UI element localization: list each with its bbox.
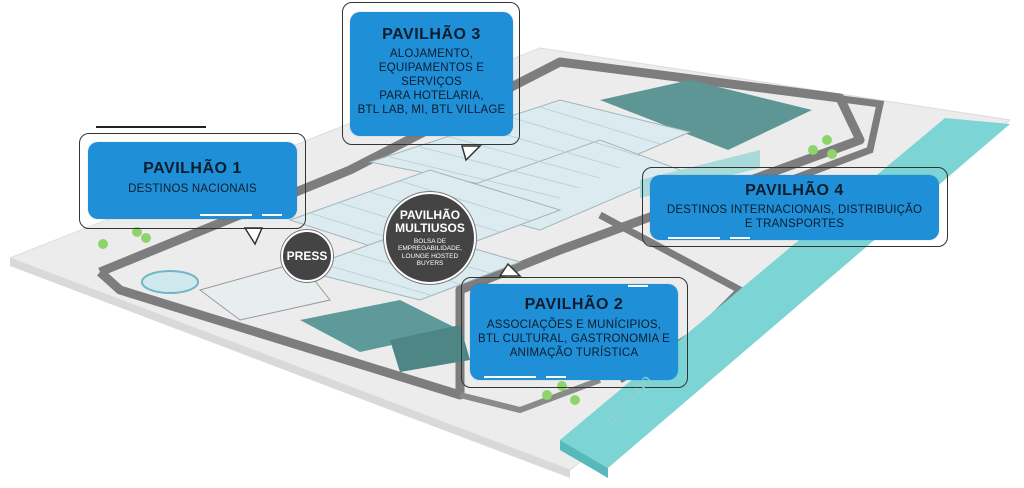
round-building bbox=[141, 270, 199, 294]
pavilion-4-underline-2 bbox=[730, 237, 750, 239]
callout-pointers bbox=[243, 145, 522, 277]
pavilion-4-card[interactable]: PAVILHÃO 4 DESTINOS INTERNACIONAIS, DIST… bbox=[650, 175, 939, 240]
tree bbox=[808, 145, 818, 155]
trees bbox=[98, 135, 837, 405]
pavilion-4-underline bbox=[668, 237, 720, 239]
pavilion-2-underline-2 bbox=[546, 376, 566, 378]
pavilion-2-title: PAVILHÃO 2 bbox=[524, 296, 624, 313]
pavilion-1-frame bbox=[79, 133, 306, 229]
tree bbox=[570, 395, 580, 405]
road-southwest bbox=[459, 377, 602, 414]
pavilion-2-topline bbox=[628, 285, 648, 287]
river-bank bbox=[560, 440, 608, 478]
pavilion-4-frame bbox=[642, 167, 948, 247]
multiusos-sub: BOLSA DE EMPREGABILIDADE, LOUNGE HOSTED … bbox=[398, 237, 462, 268]
press-title: PRESS bbox=[286, 248, 328, 263]
pavilion-1-desc: DESTINOS NACIONAIS bbox=[128, 183, 257, 195]
pointer-p2 bbox=[498, 262, 522, 277]
pointer-p3 bbox=[461, 145, 482, 162]
pavilion-1-title: PAVILHÃO 1 bbox=[143, 160, 242, 177]
tree bbox=[542, 390, 552, 400]
pavilion-3-title: PAVILHÃO 3 bbox=[382, 26, 481, 43]
ground-edge bbox=[10, 258, 570, 478]
tree bbox=[822, 135, 832, 145]
tree bbox=[132, 227, 142, 237]
parking-block bbox=[600, 80, 812, 150]
pavilion-2-underline bbox=[484, 376, 536, 378]
pavilion-3-frame bbox=[342, 2, 520, 145]
pavilion-4-desc: DESTINOS INTERNACIONAIS, DISTRIBUIÇÃO E … bbox=[666, 204, 923, 230]
teal-building-2 bbox=[390, 325, 470, 372]
multiusos-badge[interactable]: PAVILHÃO MULTIUSOS BOLSA DE EMPREGABILID… bbox=[384, 192, 476, 284]
pavilion-1-card[interactable]: PAVILHÃO 1 DESTINOS NACIONAIS bbox=[88, 142, 297, 219]
pavilion-2-card[interactable]: PAVILHÃO 2 ASSOCIAÇÕES E MUNÍCIPIOS, BTL… bbox=[470, 284, 678, 380]
pavilion-2-desc: ASSOCIAÇÕES E MUNÍCIPIOS, BTL CULTURAL, … bbox=[478, 319, 670, 359]
multiusos-title: PAVILHÃO MULTIUSOS bbox=[395, 207, 465, 235]
pavilion-3-card[interactable]: PAVILHÃO 3 ALOJAMENTO, EQUIPAMENTOS E SE… bbox=[350, 12, 513, 136]
pavilion-1-underline-2 bbox=[262, 214, 282, 216]
pavilion-1-underline bbox=[200, 214, 252, 216]
press-badge[interactable]: PRESS bbox=[281, 230, 333, 282]
tree bbox=[557, 381, 567, 391]
tree bbox=[98, 239, 108, 249]
teal-building bbox=[300, 300, 460, 352]
pavilion-2-frame bbox=[461, 277, 688, 388]
tree bbox=[141, 233, 151, 243]
pavilion-4-title: PAVILHÃO 4 bbox=[745, 182, 844, 199]
pavilion-3-desc: ALOJAMENTO, EQUIPAMENTOS E SERVIÇOS PARA… bbox=[357, 48, 506, 116]
tree bbox=[827, 149, 837, 159]
pavilion-1-line bbox=[96, 126, 206, 128]
